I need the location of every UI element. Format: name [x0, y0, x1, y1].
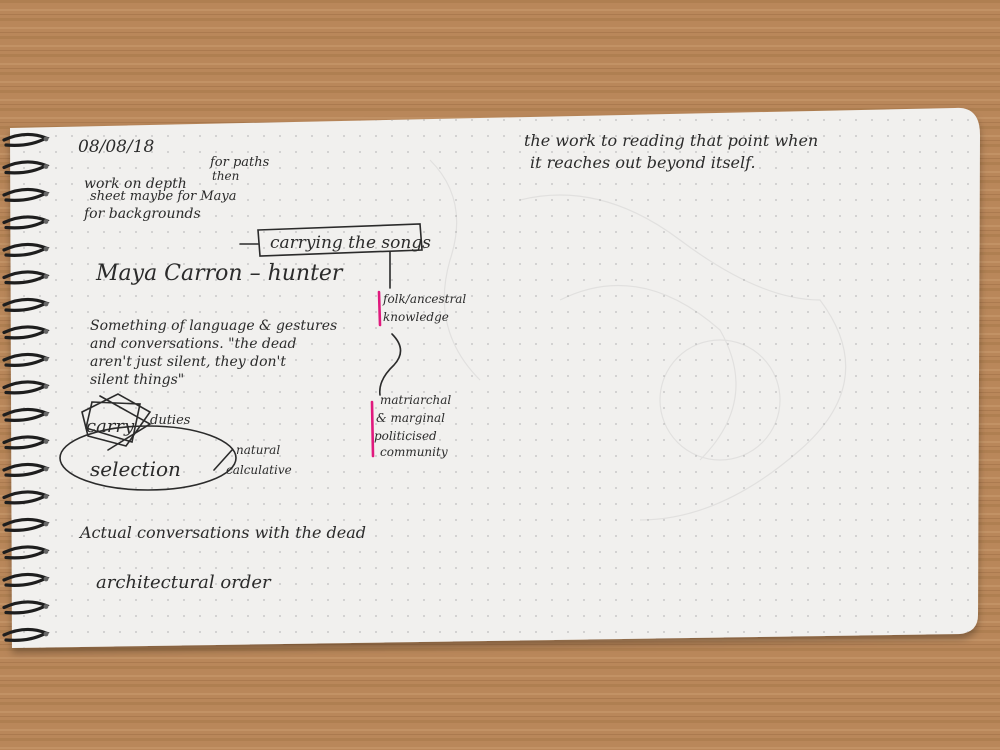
highlighter-marks [370, 290, 382, 458]
binding-hole [43, 384, 49, 389]
binding-hole [43, 494, 49, 499]
note-knowledge: knowledge [383, 310, 449, 324]
binding-hole [43, 411, 49, 417]
binding-hole [43, 356, 49, 362]
note-selection: selection [90, 457, 181, 481]
note-carry: carry [86, 416, 135, 437]
note-date: 08/08/18 [78, 137, 155, 157]
note-architectural-order: architectural order [96, 572, 272, 593]
note-for-paths: for paths [209, 155, 270, 170]
note-for-backgrounds: for backgrounds [83, 206, 201, 222]
binding-hole [43, 329, 49, 334]
binding-hole [43, 631, 49, 637]
connector-squiggle [378, 333, 402, 396]
note-work-reading-1: the work to reading that point when [524, 131, 818, 150]
binding-hole [43, 576, 49, 582]
binding-hole [43, 301, 49, 307]
binding-hole [43, 439, 49, 444]
note-matriarchal: matriarchal [380, 393, 451, 407]
note-community: community [380, 445, 448, 459]
note-work-on-depth: work on depth [84, 176, 187, 192]
note-then: then [212, 169, 239, 183]
binding-hole [43, 274, 49, 279]
note-maya-carron: Maya Carron – hunter [95, 261, 344, 286]
scribble-mark [81, 393, 152, 451]
note-sheet-maybe: sheet maybe for Maya [90, 189, 237, 204]
binding-hole [43, 246, 49, 252]
note-natural: natural [236, 443, 280, 457]
handwritten-notes: 08/08/18 work on depth for paths then sh… [78, 131, 818, 593]
note-duties: duties [150, 413, 191, 428]
note-folk-ancestral: folk/ancestral [382, 292, 466, 306]
note-actual-conversations: Actual conversations with the dead [78, 523, 366, 542]
binding-hole [43, 136, 49, 142]
hand-drawn-sketches [59, 223, 423, 491]
binding-hole [43, 521, 49, 527]
binding-hole [43, 164, 49, 169]
note-language-3: aren't just silent, they don't [90, 354, 286, 370]
selection-ellipse [59, 425, 237, 491]
binding-hole [43, 219, 49, 224]
note-language-4: silent things" [90, 372, 184, 388]
binding-hole [43, 604, 49, 609]
songs-box [257, 223, 423, 257]
note-carrying-the-songs: carrying the songs [270, 233, 431, 253]
notebook-page [10, 107, 980, 648]
note-and-marginal: & marginal [376, 411, 445, 425]
spiral-binding-icon [2, 132, 50, 642]
note-work-reading-2: it reaches out beyond itself. [530, 153, 756, 172]
binding-hole [43, 191, 49, 197]
note-language-1: Something of language & gestures [90, 318, 337, 334]
binding-hole [43, 549, 49, 554]
note-calculative: calculative [226, 463, 292, 477]
note-language-2: and conversations. "the dead [90, 336, 297, 352]
note-politicised: politicised [374, 429, 437, 443]
binding-hole [43, 466, 49, 472]
